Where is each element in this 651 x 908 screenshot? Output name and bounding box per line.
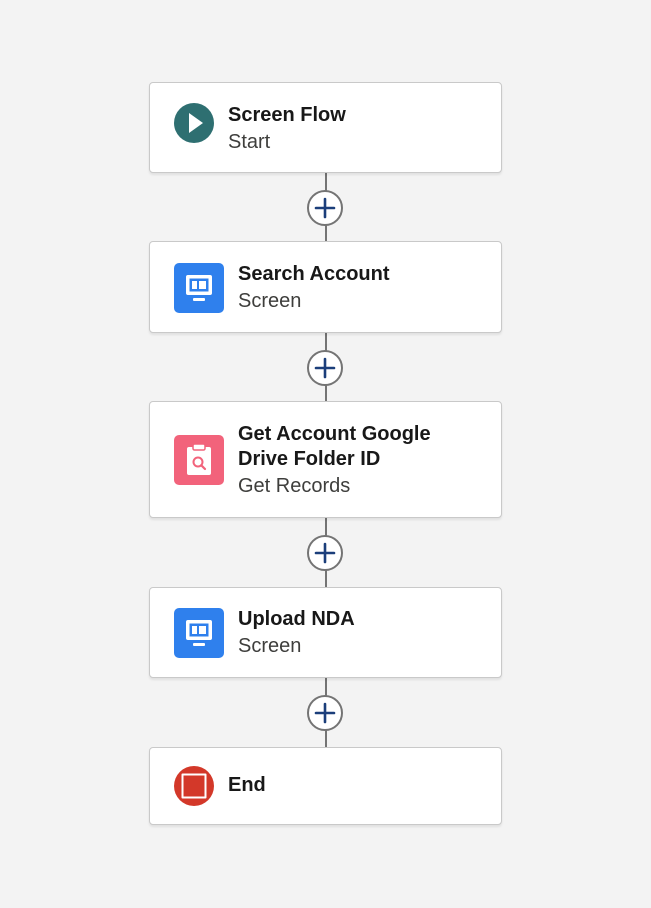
- get-records-icon: [174, 435, 224, 485]
- get-records-element-card[interactable]: Get Account Google Drive Folder ID Get R…: [149, 401, 502, 518]
- end-title: End: [228, 774, 266, 796]
- start-subtitle: Start: [228, 131, 271, 153]
- play-icon: [174, 103, 224, 153]
- add-element-button[interactable]: [307, 190, 343, 226]
- node-title: Get Account Google Drive Folder ID: [238, 423, 431, 470]
- start-element-card[interactable]: Screen Flow Start: [149, 82, 502, 173]
- start-title: Screen Flow: [228, 104, 346, 126]
- end-element-card[interactable]: End: [149, 747, 502, 825]
- plus-icon: [314, 357, 336, 379]
- screen-element-card[interactable]: Upload NDA Screen: [149, 587, 502, 678]
- node-subtitle: Screen: [238, 635, 302, 657]
- add-element-button[interactable]: [307, 535, 343, 571]
- add-element-button[interactable]: [307, 350, 343, 386]
- screen-icon: [174, 263, 224, 313]
- screen-icon: [174, 608, 224, 658]
- add-element-button[interactable]: [307, 695, 343, 731]
- node-title: Search Account: [238, 263, 390, 285]
- node-subtitle: Get Records: [238, 475, 351, 497]
- plus-icon: [314, 197, 336, 219]
- plus-icon: [314, 702, 336, 724]
- plus-icon: [314, 542, 336, 564]
- node-title: Upload NDA: [238, 608, 355, 630]
- screen-element-card[interactable]: Search Account Screen: [149, 241, 502, 333]
- node-subtitle: Screen: [238, 290, 302, 312]
- stop-icon: [174, 766, 224, 816]
